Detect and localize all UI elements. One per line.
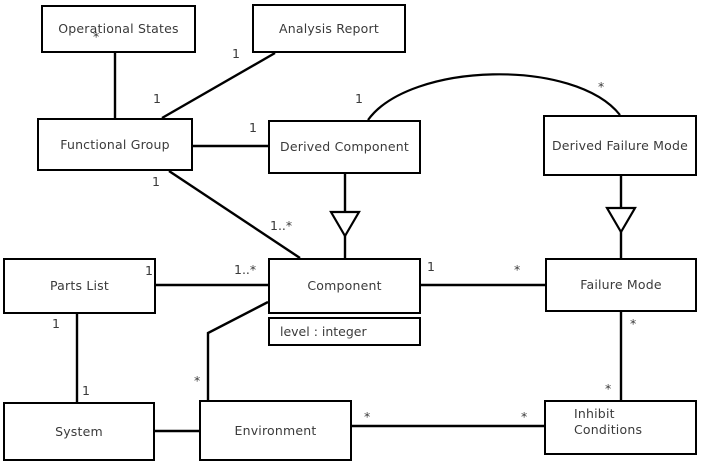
class-name-operational-states: Operational States: [58, 21, 179, 37]
association-component-environment[interactable]: [206, 300, 269, 400]
multiplicity-parts-list-right: 1: [145, 263, 153, 278]
class-box-system[interactable]: System: [3, 402, 155, 461]
class-name-analysis-report: Analysis Report: [279, 20, 379, 36]
class-box-functional-group[interactable]: Functional Group: [37, 118, 193, 171]
multiplicity-parts-list-bottom: 1: [52, 316, 60, 331]
class-box-derived-failure-mode[interactable]: Derived Failure Mode: [543, 115, 697, 176]
multiplicity-failure-mode-bottom: *: [630, 316, 637, 331]
multiplicity-analysis-report-end: 1: [232, 46, 240, 61]
class-name-component: Component: [307, 278, 382, 294]
multiplicity-inhibit-conditions-left: *: [521, 409, 528, 424]
class-name-derived-component: Derived Component: [280, 139, 409, 155]
multiplicity-functional-group-bottom: 1: [152, 174, 160, 189]
class-name-derived-failure-mode: Derived Failure Mode: [551, 137, 689, 153]
multiplicity-component-right: 1: [427, 259, 435, 274]
class-box-analysis-report[interactable]: Analysis Report: [252, 4, 406, 53]
association-functional-group-component[interactable]: [168, 170, 301, 259]
multiplicity-system-top: 1: [82, 383, 90, 398]
class-box-component[interactable]: Component: [268, 258, 421, 314]
association-derived-component-derived-failure-mode[interactable]: [367, 73, 621, 121]
class-box-inhibit-conditions[interactable]: Inhibit Conditions: [544, 400, 697, 455]
multiplicity-functional-group-top: 1: [153, 91, 161, 106]
class-box-operational-states[interactable]: Operational States: [41, 5, 196, 53]
multiplicity-component-left: 1..*: [234, 262, 257, 277]
attribute-text-level: level : integer: [280, 324, 367, 339]
class-box-derived-component[interactable]: Derived Component: [268, 120, 421, 174]
class-box-environment[interactable]: Environment: [199, 400, 352, 461]
multiplicity-inhibit-conditions-top: *: [605, 381, 612, 396]
class-name-inhibit-conditions: Inhibit Conditions: [574, 406, 643, 437]
class-name-failure-mode: Failure Mode: [580, 277, 662, 293]
association-analysis-report-functional-group[interactable]: [161, 51, 276, 120]
class-name-parts-list: Parts List: [49, 278, 109, 294]
class-box-failure-mode[interactable]: Failure Mode: [545, 258, 697, 312]
multiplicity-failure-mode-left: *: [514, 262, 521, 277]
multiplicity-derived-failure-mode-top: *: [598, 79, 605, 94]
multiplicity-component-upper-left: 1..*: [270, 218, 293, 233]
multiplicity-environment-right: *: [364, 409, 371, 424]
multiplicity-operational-states-end: *: [93, 29, 100, 44]
class-name-system: System: [55, 423, 103, 439]
multiplicity-environment-top: *: [194, 373, 201, 388]
generalization-arrow-head-failure-mode: [605, 206, 637, 235]
class-name-environment: Environment: [234, 422, 317, 438]
class-attribute-component-level[interactable]: level : integer: [268, 317, 421, 346]
multiplicity-derived-component-left: 1: [249, 120, 257, 135]
class-name-functional-group: Functional Group: [60, 136, 170, 152]
generalization-arrow-head-component: [329, 210, 361, 239]
multiplicity-derived-component-arc-end: 1: [355, 91, 363, 106]
class-box-parts-list[interactable]: Parts List: [3, 258, 156, 314]
